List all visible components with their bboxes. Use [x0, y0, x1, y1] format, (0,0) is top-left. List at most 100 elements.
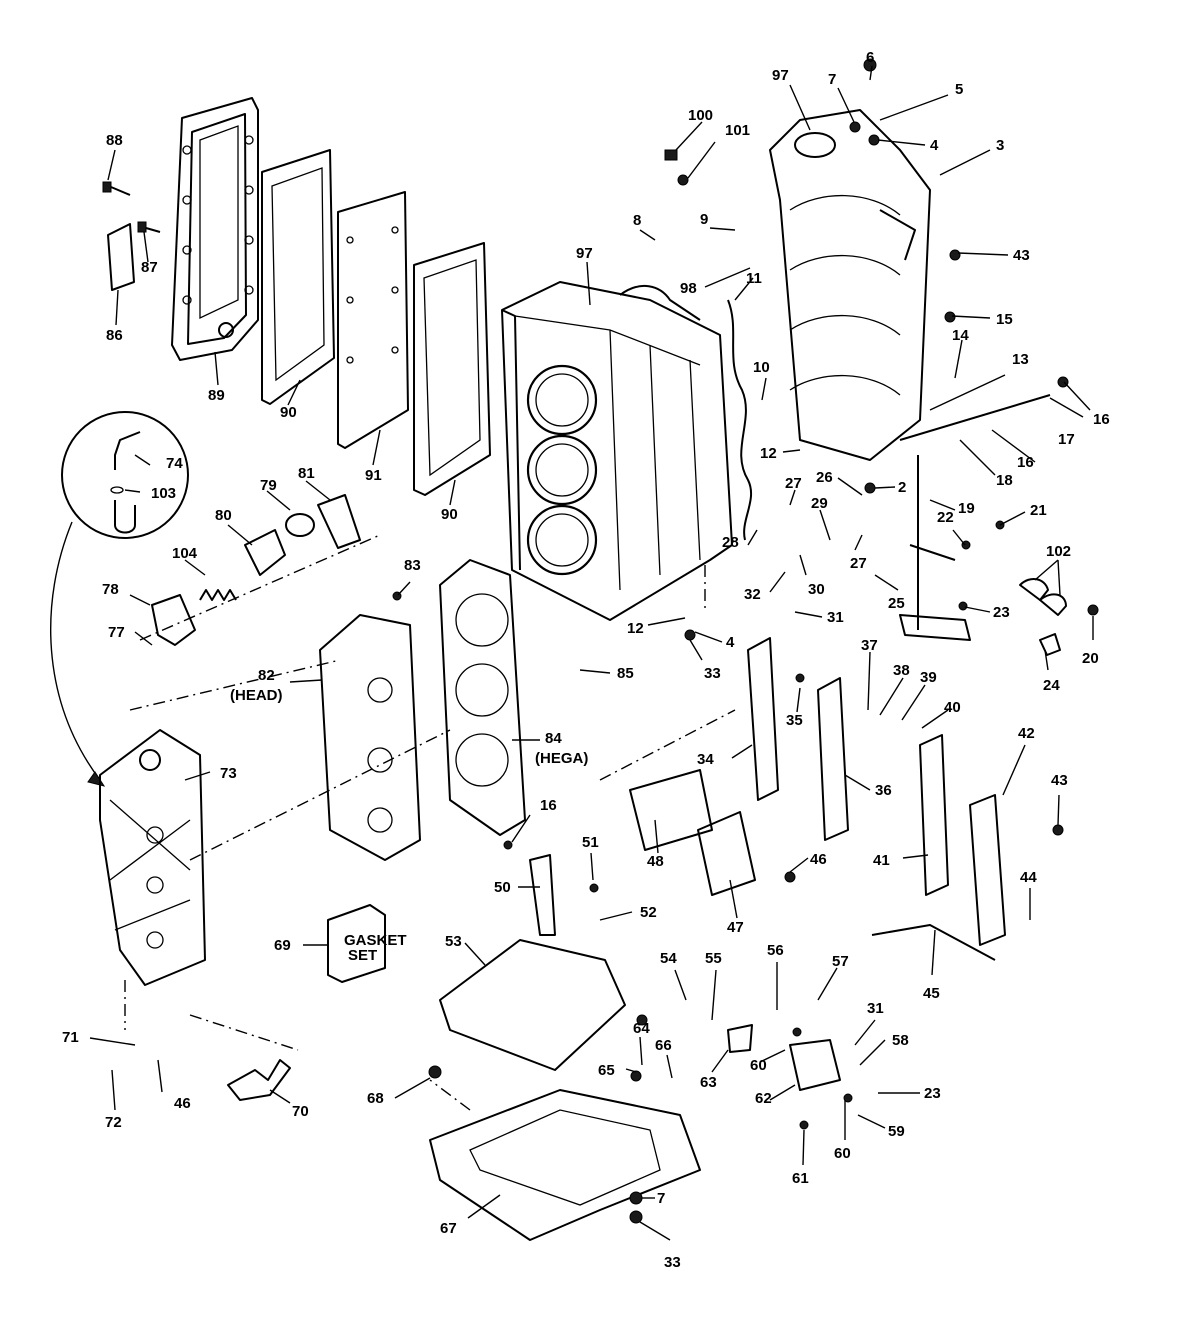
kit-label-line1: GASKET [344, 932, 407, 949]
callout-43: 43 [1013, 247, 1030, 264]
callout-62: 62 [755, 1090, 772, 1107]
callout-36: 36 [875, 782, 892, 799]
callout-29: 29 [811, 495, 828, 512]
callout-31: 31 [827, 609, 844, 626]
callout-labels: 97 6 7 5 4 3 100 101 88 87 86 89 90 91 9… [62, 49, 1110, 1271]
callout-45: 45 [923, 985, 940, 1002]
callout-88: 88 [106, 132, 123, 149]
callout-27: 27 [850, 555, 867, 572]
callout-23: 23 [924, 1085, 941, 1102]
callout-101: 101 [725, 122, 750, 139]
gasket-set-box-69: GASKET SET [327, 904, 407, 983]
callout-65: 65 [598, 1062, 615, 1079]
callout-61: 61 [792, 1170, 809, 1187]
plate-34 [747, 637, 779, 801]
callout-52: 52 [640, 904, 657, 921]
gasket-90a [261, 149, 335, 405]
callout-64: 64 [633, 1020, 650, 1037]
head-gasket-84 [439, 559, 526, 836]
leader-lines [89, 65, 1094, 1241]
callout-60: 60 [834, 1145, 851, 1162]
callout-46: 46 [810, 851, 827, 868]
bracket-63 [727, 1024, 753, 1053]
callout-20: 20 [1082, 650, 1099, 667]
callout-83: 83 [404, 557, 421, 574]
callout-44: 44 [1020, 869, 1037, 886]
plate-42 [969, 794, 1006, 946]
callout-32: 32 [744, 586, 761, 603]
callout-48: 48 [647, 853, 664, 870]
callout-6: 6 [866, 49, 874, 66]
callout-103: 103 [151, 485, 176, 502]
bracket-62 [789, 1039, 841, 1091]
callout-23: 23 [993, 604, 1010, 621]
cylinder-head-82 [319, 614, 421, 861]
callout-7: 7 [828, 71, 836, 88]
callout-102: 102 [1046, 543, 1071, 560]
detail-inset [61, 411, 189, 539]
gasket-79 [285, 513, 315, 537]
callout-98: 98 [680, 280, 697, 297]
callout-67: 67 [440, 1220, 457, 1237]
spark-plug-70 [227, 1059, 291, 1101]
clamp-102a [1019, 578, 1049, 601]
cylinder-block-97 [501, 281, 733, 621]
callout-85: 85 [617, 665, 634, 682]
callout-40: 40 [944, 699, 961, 716]
bolt-88 [102, 181, 131, 196]
callout-71: 71 [62, 1029, 79, 1046]
callout-12: 12 [760, 445, 777, 462]
gasket-53 [439, 939, 626, 1071]
callout-9: 9 [700, 211, 708, 228]
callout-97: 97 [576, 245, 593, 262]
callout-17: 17 [1058, 431, 1075, 448]
plate-86 [107, 223, 135, 291]
callout-91: 91 [365, 467, 382, 484]
callout-39: 39 [920, 669, 937, 686]
callout-79: 79 [260, 477, 277, 494]
cover-48 [629, 769, 713, 851]
callout-77: 77 [108, 624, 125, 641]
crankcase-97 [769, 109, 931, 461]
thermostat-80 [244, 529, 286, 576]
callout-50: 50 [494, 879, 511, 896]
callout-78: 78 [102, 581, 119, 598]
callout-51: 51 [582, 834, 599, 851]
callout-38: 38 [893, 662, 910, 679]
callout-59: 59 [888, 1123, 905, 1140]
callout-19: 19 [958, 500, 975, 517]
callout-8: 8 [633, 212, 641, 229]
callout-33: 33 [704, 665, 721, 682]
plate-41 [919, 734, 949, 896]
callout-27: 27 [785, 475, 802, 492]
callout-31: 31 [867, 1000, 884, 1017]
callout-4: 4 [726, 634, 735, 651]
callout-7: 7 [657, 1190, 665, 1207]
axis-line-thermostat [139, 534, 381, 641]
thermostat-cover-78 [151, 594, 196, 646]
callout-43: 43 [1051, 772, 1068, 789]
callout-13: 13 [1012, 351, 1029, 368]
callout-16: 16 [540, 797, 557, 814]
callout-72: 72 [105, 1114, 122, 1131]
callout-82: 82 [258, 667, 275, 684]
callout-16: 16 [1093, 411, 1110, 428]
inset-arrow [50, 521, 101, 781]
callout-28: 28 [722, 534, 739, 551]
cover-47 [697, 811, 756, 896]
callout-60: 60 [750, 1057, 767, 1074]
plate-81 [317, 494, 361, 549]
callout-57: 57 [832, 953, 849, 970]
callout-5: 5 [955, 81, 963, 98]
callout-18: 18 [996, 472, 1013, 489]
callout-34: 34 [697, 751, 714, 768]
callout-56: 56 [767, 942, 784, 959]
callout-69: 69 [274, 937, 291, 954]
callout-22: 22 [937, 509, 954, 526]
callout-68: 68 [367, 1090, 384, 1107]
callout-33: 33 [664, 1254, 681, 1271]
callout-10: 10 [753, 359, 770, 376]
callout-4: 4 [930, 137, 939, 154]
callout-26: 26 [816, 469, 833, 486]
